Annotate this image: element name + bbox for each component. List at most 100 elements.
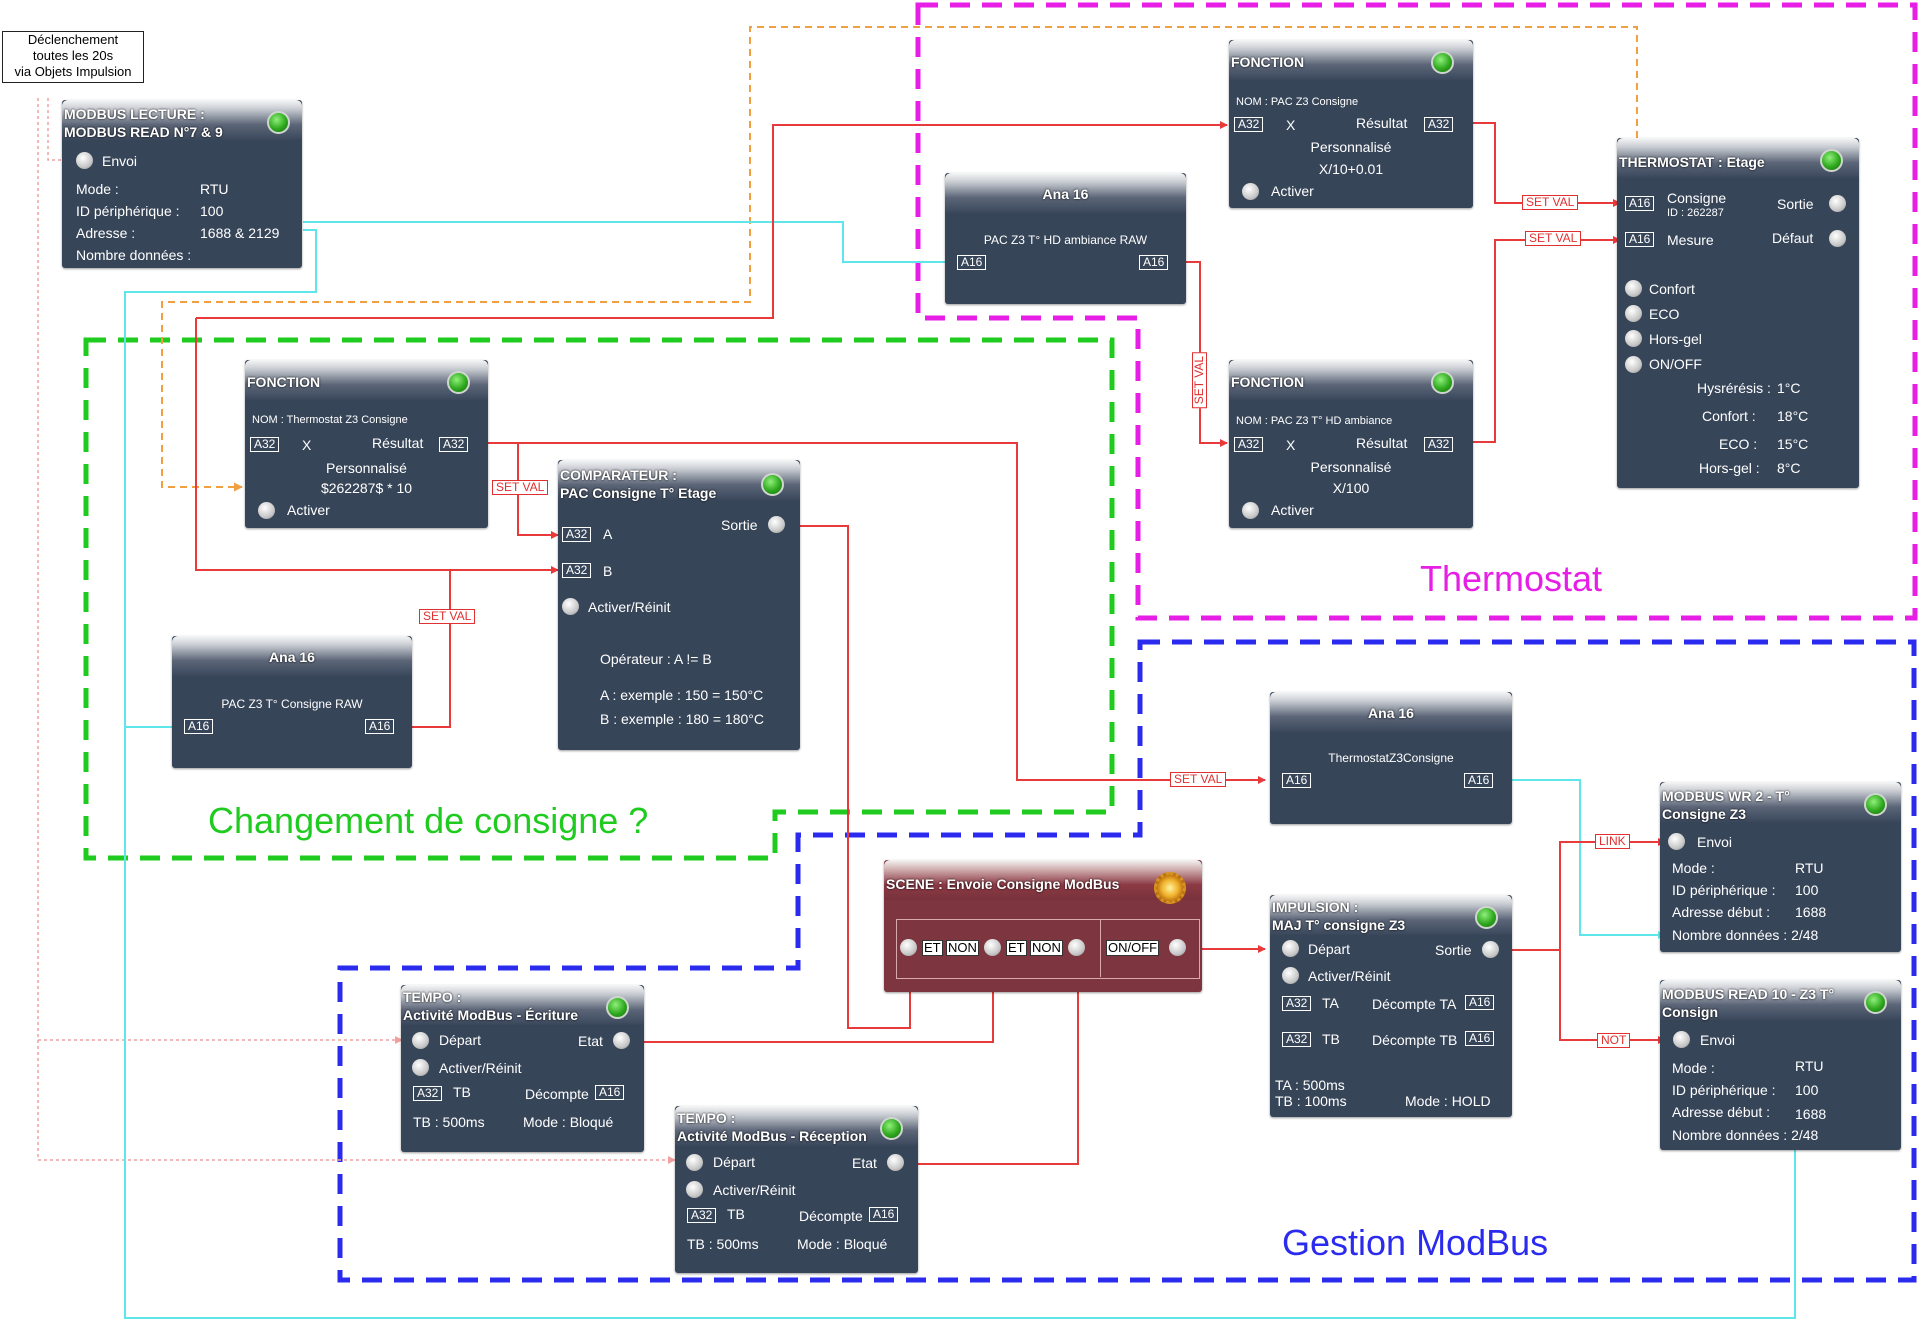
variable-label: X (1286, 437, 1296, 453)
input-port-tb[interactable]: A32 (1282, 1032, 1312, 1047)
result-label: Résultat (1356, 435, 1408, 451)
impulsion-node[interactable]: IMPULSION : MAJ T° consigne Z3 Départ So… (1270, 895, 1512, 1117)
note-line-1: Déclenchement (27, 32, 119, 47)
input-port-depart[interactable] (1282, 940, 1299, 957)
input-port-activer[interactable] (412, 1059, 429, 1076)
thermostat-etage-node[interactable]: THERMOSTAT : Etage A16 Consigne ID : 262… (1617, 138, 1859, 488)
set-val-label: SET VAL (419, 609, 476, 624)
input-port-depart[interactable] (686, 1154, 703, 1171)
output-port-a32[interactable]: A32 (1424, 117, 1454, 132)
output-port-a16[interactable]: A16 (365, 719, 395, 734)
field-value: RTU (1795, 860, 1824, 876)
field-label: Mode : (1672, 860, 1715, 876)
output-port-decompte-tb[interactable]: A16 (1465, 1031, 1495, 1046)
output-port-a16[interactable]: A16 (1464, 773, 1494, 788)
zone-consigne-border (83, 337, 1115, 861)
comparateur-node[interactable]: COMPARATEUR : PAC Consigne T° Etage Sort… (558, 460, 800, 750)
output-port-sortie[interactable] (768, 516, 785, 533)
output-port-etat[interactable] (887, 1154, 904, 1171)
input-port-activer[interactable] (1242, 502, 1259, 519)
tempo-ecriture-node[interactable]: TEMPO : Activité ModBus - Écriture Dépar… (401, 985, 644, 1152)
input-port-horsgel[interactable] (1625, 330, 1642, 347)
input-port-activer[interactable] (1242, 183, 1259, 200)
input-port-a[interactable]: A32 (562, 527, 592, 542)
field-value: RTU (1795, 1058, 1824, 1074)
modbus-read-node[interactable]: MODBUS LECTURE : MODBUS READ N°7 & 9 Env… (62, 100, 302, 268)
input-port-a16[interactable]: A16 (957, 255, 987, 270)
field-value: 1688 & 2129 (200, 225, 280, 241)
status-led-icon (606, 996, 629, 1019)
node-title: TEMPO : (403, 989, 462, 1005)
input-port-ta[interactable]: A32 (1282, 996, 1312, 1011)
input-port-confort[interactable] (1625, 280, 1642, 297)
input-port-a16[interactable]: A16 (184, 719, 214, 734)
modbus-write-node[interactable]: MODBUS WR 2 - T° Consigne Z3 Envoi Mode … (1660, 782, 1901, 952)
param-value: Mode : Bloqué (797, 1236, 888, 1252)
zone-label-thermostat: Thermostat (1420, 558, 1603, 599)
variable-label: X (302, 437, 312, 453)
input-port-a32[interactable]: A32 (1234, 437, 1264, 452)
output-port-decompte[interactable]: A16 (869, 1207, 899, 1222)
input-port-envoi[interactable] (76, 152, 93, 169)
input-port-b[interactable]: A32 (562, 563, 592, 578)
field-value: 100 (1795, 1082, 1819, 1098)
output-port-defaut[interactable] (1829, 230, 1846, 247)
zone-label-consigne: Changement de consigne ? (208, 800, 649, 841)
output-label: Décompte (525, 1086, 589, 1102)
scene-input-port[interactable] (900, 939, 917, 956)
input-port-consigne[interactable]: A16 (1625, 196, 1655, 211)
field-value: 1688 (1795, 1106, 1827, 1122)
node-title: MODBUS READ 10 - Z3 T° (1662, 986, 1835, 1002)
output-label: Décompte (799, 1208, 863, 1224)
output-port-sortie[interactable] (1482, 941, 1499, 958)
port-label: Activer (1271, 183, 1314, 199)
scene-input-port[interactable] (1068, 939, 1085, 956)
tempo-reception-node[interactable]: TEMPO : Activité ModBus - Réception Dépa… (675, 1106, 918, 1273)
ana16-ambiance-raw-node[interactable]: Ana 16 PAC Z3 T° HD ambiance RAW A16 A16 (945, 173, 1186, 304)
ana16-thermostat-consigne-node[interactable]: Ana 16 ThermostatZ3Consigne A16 A16 (1270, 692, 1512, 824)
input-port-activer[interactable] (686, 1181, 703, 1198)
modbus-read10-node[interactable]: MODBUS READ 10 - Z3 T° Consign Envoi Mod… (1660, 980, 1901, 1150)
ana16-consigne-raw-node[interactable]: Ana 16 PAC Z3 T° Consigne RAW A16 A16 (172, 636, 412, 768)
node-title: FONCTION (1231, 374, 1305, 390)
function-thermostat-consigne-node[interactable]: FONCTION NOM : Thermostat Z3 Consigne A3… (245, 360, 488, 528)
input-port-mesure[interactable]: A16 (1625, 232, 1655, 247)
output-port-decompte[interactable]: A16 (595, 1085, 625, 1100)
output-port-sortie[interactable] (1829, 195, 1846, 212)
input-port-envoi[interactable] (1668, 833, 1685, 850)
input-port-onoff[interactable] (1625, 356, 1642, 373)
output-port-a16[interactable]: A16 (1139, 255, 1169, 270)
output-port-a32[interactable]: A32 (439, 437, 469, 452)
output-port-a32[interactable]: A32 (1424, 437, 1454, 452)
input-port-activer[interactable] (258, 502, 275, 519)
input-port-a16[interactable]: A16 (1282, 773, 1312, 788)
field-label: Nombre données : 2/48 (1672, 1127, 1819, 1143)
node-title: MODBUS WR 2 - T° (1662, 788, 1790, 804)
field-label: Adresse : (76, 225, 136, 241)
output-port-etat[interactable] (613, 1032, 630, 1049)
input-label: TB (1322, 1031, 1340, 1047)
port-label: Envoi (1697, 834, 1733, 850)
input-port-a32[interactable]: A32 (250, 437, 280, 452)
output-port-decompte-ta[interactable]: A16 (1465, 995, 1495, 1010)
input-label: TA (1322, 995, 1339, 1011)
input-port-envoi[interactable] (1673, 1031, 1690, 1048)
function-pac-consigne-node[interactable]: FONCTION NOM : PAC Z3 Consigne A32 X Rés… (1229, 40, 1473, 208)
zone-thermostat-border (915, 2, 1918, 621)
scene-input-port[interactable] (984, 939, 1001, 956)
input-port-tb[interactable]: A32 (687, 1208, 717, 1223)
scene-output-port[interactable] (1169, 939, 1186, 956)
scene-node[interactable]: SCENE : Envoie Consigne ModBus ET NON ET… (884, 860, 1202, 992)
and-gate: ET (1006, 940, 1027, 956)
input-port-activer[interactable] (1282, 967, 1299, 984)
function-name: NOM : PAC Z3 Consigne (1236, 96, 1359, 108)
status-led-icon (1475, 906, 1498, 929)
input-port-depart[interactable] (412, 1032, 429, 1049)
node-subtitle: Activité ModBus - Réception (677, 1128, 867, 1144)
input-port-tb[interactable]: A32 (413, 1086, 443, 1101)
input-port-activer[interactable] (562, 598, 579, 615)
input-label: TB (453, 1084, 471, 1100)
input-port-a32[interactable]: A32 (1234, 117, 1264, 132)
input-port-eco[interactable] (1625, 305, 1642, 322)
function-pac-ambiance-node[interactable]: FONCTION NOM : PAC Z3 T° HD ambiance A32… (1229, 360, 1473, 528)
